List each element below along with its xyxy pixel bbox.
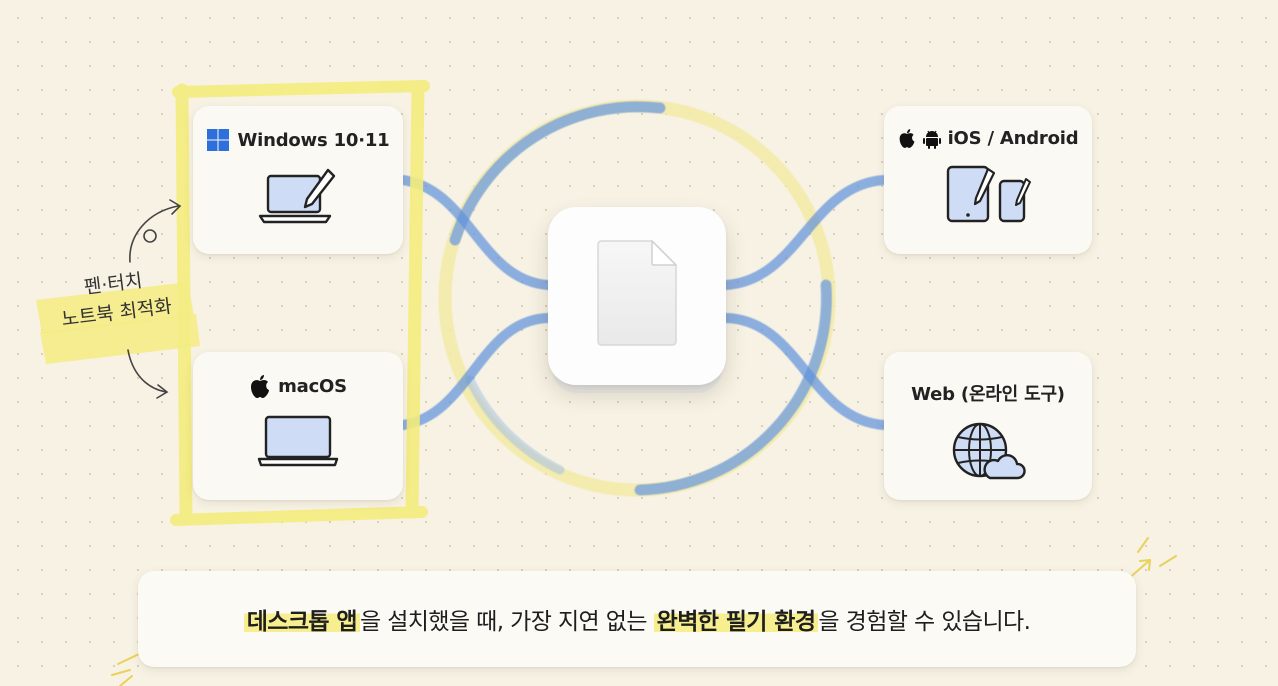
caption-text-part4: 을 경험할 수 있습니다. (818, 609, 1031, 635)
windows-platform-card: Windows 10·11 (193, 106, 403, 254)
circle-ring (438, 99, 836, 497)
caption-highlight-writing-environment: 완벽한 필기 환경 (653, 609, 819, 635)
apple-logo-icon (899, 129, 914, 148)
side-note-highlight-2 (40, 314, 200, 364)
web-label: Web (온라인 도구) (911, 384, 1065, 405)
side-note-arrows (127, 199, 182, 399)
web-platform-card: Web (온라인 도구) (884, 352, 1092, 500)
mobile-label: iOS / Android (947, 128, 1079, 149)
globe-cloud-icon (952, 422, 1026, 480)
windows-label: Windows 10·11 (237, 129, 390, 151)
central-document-hub (548, 207, 726, 385)
macbook-icon (257, 415, 339, 467)
windows-logo-icon (207, 129, 230, 151)
apple-logo-icon (251, 375, 270, 398)
side-note-highlight (36, 282, 194, 334)
caption-text-part2: 을 설치했을 때, 가장 지연 없는 (359, 609, 654, 635)
tablet-and-phone-with-pen-icon (946, 165, 1031, 223)
android-logo-icon (922, 130, 941, 149)
macos-label: macOS (278, 376, 347, 397)
mobile-platform-card: iOS / Android (884, 106, 1092, 254)
macos-platform-card: macOS (193, 352, 403, 500)
connector-lines (398, 175, 889, 430)
document-icon (597, 240, 677, 346)
caption-highlight-desktop-app: 데스크톱 앱 (243, 609, 360, 635)
laptop-with-pen-icon (258, 168, 336, 224)
